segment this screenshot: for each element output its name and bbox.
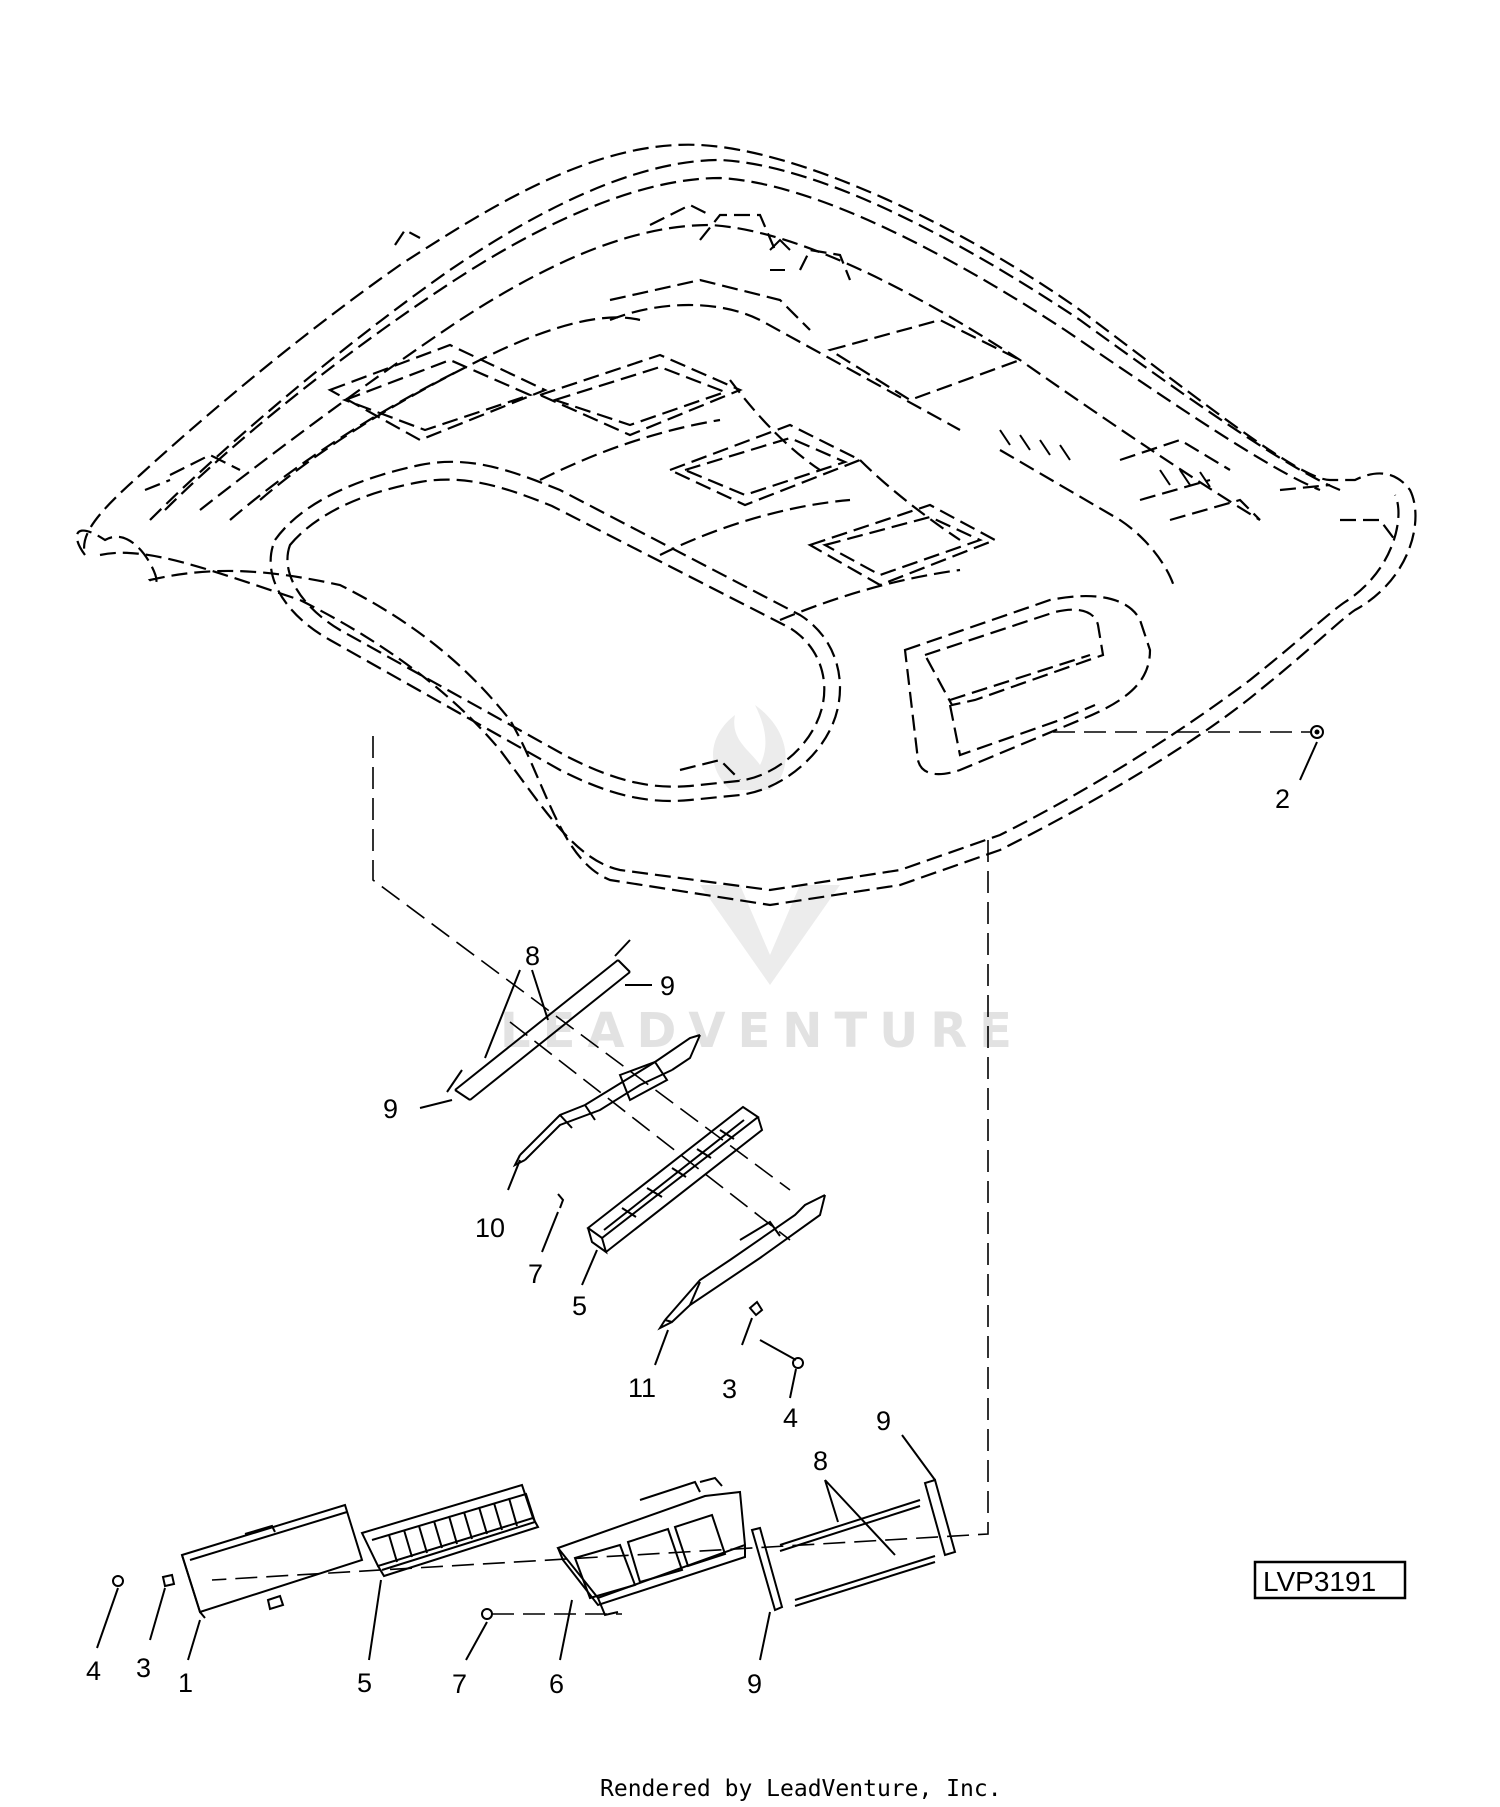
cab-roof xyxy=(75,143,1417,907)
watermark: LEADVENTURE xyxy=(500,705,1024,1059)
part-10-duct-upper xyxy=(512,1034,701,1168)
callout-lo-6: 6 xyxy=(549,1669,564,1699)
callout-up-11: 11 xyxy=(628,1373,656,1403)
leader-up-5 xyxy=(581,1249,598,1286)
part-2-nut xyxy=(1053,725,1324,781)
leadventure-logo-icon xyxy=(700,705,840,985)
part-4-screw-lower xyxy=(96,1575,124,1649)
leader-lo-6 xyxy=(559,1599,573,1661)
reference-code-label: LVP3191 xyxy=(1253,1560,1407,1600)
callout-up-3: 3 xyxy=(722,1374,737,1404)
part-8-seal-upper xyxy=(454,959,631,1101)
callout-lo-3: 3 xyxy=(136,1653,151,1683)
leader-lo-9a xyxy=(901,1434,936,1481)
leader-up-8 xyxy=(484,969,549,1059)
part-5-filter-upper xyxy=(586,1105,764,1255)
leader-up-11 xyxy=(654,1329,669,1366)
leader-up-9b xyxy=(419,1099,453,1109)
callout-up-5: 5 xyxy=(572,1291,587,1321)
leader-upper-stack xyxy=(509,1021,791,1241)
callout-lo-5: 5 xyxy=(357,1668,372,1698)
reference-code: LVP3191 xyxy=(1263,1566,1376,1597)
callout-lo-9a: 9 xyxy=(876,1406,891,1436)
part-7-clip-lower xyxy=(465,1608,622,1661)
leader-lo-1 xyxy=(187,1619,201,1661)
callout-up-4: 4 xyxy=(783,1403,798,1433)
callout-lo-8: 8 xyxy=(813,1446,828,1476)
callout-up-8: 8 xyxy=(525,941,540,971)
callout-up-9b: 9 xyxy=(383,1094,398,1124)
part-7-clip-upper xyxy=(541,1193,565,1253)
part-1-frame xyxy=(180,1503,364,1619)
part-9-strip-upper xyxy=(446,939,631,1093)
callout-up-10: 10 xyxy=(475,1213,505,1243)
leader-lo-5 xyxy=(368,1579,382,1661)
part-5-filter-lower xyxy=(360,1483,540,1578)
part-11-duct xyxy=(657,1194,826,1331)
part-3-grommet-lower xyxy=(149,1573,176,1641)
part-8-seal-lower xyxy=(779,1499,936,1607)
leader-lo-8 xyxy=(824,1479,896,1556)
part-9-strip-lower xyxy=(750,1478,957,1612)
callout-lo-7: 7 xyxy=(452,1669,467,1699)
callout-lo-1: 1 xyxy=(178,1668,193,1698)
leader-up-10 xyxy=(507,1159,521,1191)
part-6-bracket xyxy=(556,1476,747,1617)
callout-up-9a: 9 xyxy=(660,971,675,1001)
watermark-text: LEADVENTURE xyxy=(500,1003,1024,1059)
callout-top-2: 2 xyxy=(1275,784,1290,814)
callout-lo-4: 4 xyxy=(86,1656,101,1686)
part-4-screw-upper xyxy=(759,1339,804,1399)
part-3-grommet-upper xyxy=(741,1300,764,1346)
leader-lo-9b xyxy=(759,1611,771,1661)
leader-roof-left xyxy=(372,736,791,1191)
callout-lo-9b: 9 xyxy=(747,1669,762,1699)
footer-credit: Rendered by LeadVenture, Inc. xyxy=(600,1776,1002,1802)
leader-roof-right xyxy=(211,840,989,1581)
callout-up-7: 7 xyxy=(528,1259,543,1289)
